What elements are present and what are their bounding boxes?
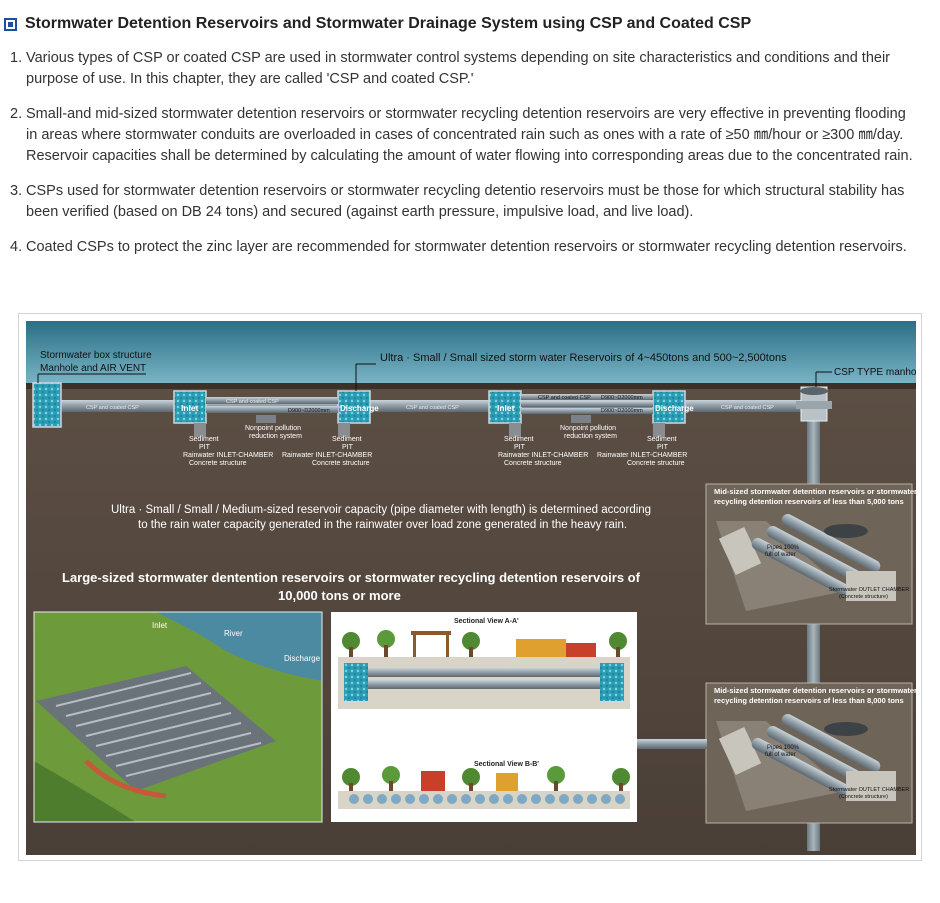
inlet-chamber-label-left: Rainwater INLET-CHAMBER — [183, 452, 273, 459]
discharge-label-left: Discharge — [340, 404, 379, 413]
discharge-label-right: Discharge — [655, 404, 694, 413]
sediment-label-right-1: Sediment — [504, 436, 534, 443]
nonpoint-label-left-2: reduction system — [249, 433, 302, 440]
list-text: CSPs used for stormwater detention reser… — [26, 183, 905, 220]
reservoir-system-left — [173, 390, 371, 437]
tree-row-icon-2 — [342, 766, 630, 791]
nonpoint-label-left-1: Nonpoint pollution — [245, 425, 301, 432]
list-number: 3. — [10, 183, 23, 199]
pipe-label-2: CSP and coated CSP — [226, 399, 279, 405]
list-item: 4. Coated CSPs to protect the zinc layer… — [10, 237, 920, 258]
diameter-label-left: D900~D2000mm — [288, 408, 330, 414]
pipe-label-5: CSP and coated CSP — [721, 405, 774, 411]
nonpoint-label-right-1: Nonpoint pollution — [560, 425, 616, 432]
full-water-label-2: full of water — [765, 752, 796, 758]
sediment-label-left-1: Sediment — [189, 436, 219, 443]
concrete-label-left-2: Concrete structure — [312, 460, 370, 467]
large-reservoir-heading-1: Large-sized stormwater dentention reserv… — [62, 570, 641, 585]
pipes-full-label-2: Pipes 100% — [767, 745, 800, 751]
diameter-label-right-1: D900~D2000mm — [601, 395, 643, 401]
numbered-list: 1. Various types of CSP or coated CSP ar… — [10, 48, 920, 272]
inlet-label-left: Inlet — [181, 403, 199, 413]
mid-8000-heading-1: Mid-sized stormwater detention reservoir… — [714, 686, 916, 695]
nonpoint-label-right-2: reduction system — [564, 433, 617, 440]
inlet-chamber-label-left-2: Rainwater INLET-CHAMBER — [282, 452, 372, 459]
outlet-concrete-label-2: (Concrete structure) — [839, 794, 888, 800]
csp-manhole-label: CSP TYPE manhole — [834, 367, 916, 378]
system-diagram-figure: Stormwater box structure Manhole and AIR… — [18, 313, 922, 861]
aerial-discharge-label: Discharge — [284, 654, 321, 663]
large-reservoir-heading-2: 10,000 tons or more — [278, 588, 401, 603]
concrete-label-right: Concrete structure — [504, 460, 562, 467]
list-item: 2. Small-and mid-sized stormwater detent… — [10, 104, 920, 167]
box-structure-left — [32, 382, 62, 428]
pipe-label-3: CSP and coated CSP — [406, 405, 459, 411]
aerial-inlet-label: Inlet — [152, 621, 168, 630]
capacity-text-line-1: Ultra · Small / Small / Medium-sized res… — [111, 504, 651, 516]
mid-8000-heading-2: recycling detention reservoirs of less t… — [714, 696, 904, 705]
sectional-view-a-label: Sectional View A-A' — [454, 618, 519, 625]
full-water-label-1: full of water — [765, 552, 796, 558]
mid-5000-heading-2: recycling detention reservoirs of less t… — [714, 497, 904, 506]
sediment-label-right-4: PIT — [657, 444, 669, 451]
inlet-label-right: Inlet — [497, 403, 515, 413]
outlet-chamber-label-1: Stormwater OUTLET CHAMBER — [829, 587, 909, 593]
sectional-views-panel: Sectional View A-A' Sectional View B-B' — [331, 612, 637, 822]
sediment-label-right-3: Sediment — [647, 436, 677, 443]
list-text: Coated CSPs to protect the zinc layer ar… — [26, 239, 907, 255]
aerial-view-image: Inlet River Discharge — [33, 611, 323, 823]
list-text: Small-and mid-sized stormwater detention… — [26, 106, 913, 164]
outlet-chamber-label-2: Stormwater OUTLET CHAMBER — [829, 787, 909, 793]
sectional-view-b-label: Sectional View B-B' — [474, 761, 539, 768]
concrete-label-right-2: Concrete structure — [627, 460, 685, 467]
concrete-label-left: Concrete structure — [189, 460, 247, 467]
mid-reservoir-5000-image: Mid-sized stormwater detention reservoir… — [705, 483, 916, 625]
box-structure-label: Stormwater box structure — [40, 350, 152, 361]
outlet-concrete-label-1: (Concrete structure) — [839, 594, 888, 600]
sediment-label-left-3: Sediment — [332, 436, 362, 443]
sediment-label-right-2: PIT — [514, 444, 526, 451]
pipe-label-1: CSP and coated CSP — [86, 405, 139, 411]
list-number: 4. — [10, 239, 23, 255]
pipe-bundle-icon-2 — [751, 713, 881, 797]
list-item: 1. Various types of CSP or coated CSP ar… — [10, 48, 920, 90]
mid-5000-heading-1: Mid-sized stormwater detention reservoir… — [714, 487, 916, 496]
capacity-text-line-2: to the rain water capacity generated in … — [138, 519, 627, 531]
sediment-label-left-2: PIT — [199, 444, 211, 451]
reservoir-system-right — [488, 390, 686, 437]
list-text: Various types of CSP or coated CSP are u… — [26, 50, 891, 87]
tree-row-icon — [342, 630, 627, 657]
section-title: Stormwater Detention Reservoirs and Stor… — [25, 15, 752, 32]
list-number: 1. — [10, 50, 23, 66]
aerial-river-label: River — [224, 629, 243, 638]
mid-reservoir-8000-image: Mid-sized stormwater detention reservoir… — [705, 682, 916, 824]
pipes-full-label-1: Pipes 100% — [767, 545, 800, 551]
manhole-vent-label: Manhole and AIR VENT — [40, 363, 146, 374]
pipe-bundle-icon — [751, 513, 881, 597]
pipe-label-4: CSP and coated CSP — [538, 395, 591, 401]
inlet-chamber-label-right-2: Rainwater INLET-CHAMBER — [597, 452, 687, 459]
section-heading: Stormwater Detention Reservoirs and Stor… — [4, 15, 751, 33]
system-diagram: Stormwater box structure Manhole and AIR… — [26, 321, 916, 855]
ultra-small-label: Ultra · Small / Small sized storm water … — [380, 352, 787, 364]
list-item: 3. CSPs used for stormwater detention re… — [10, 181, 920, 223]
square-bullet-icon — [4, 17, 17, 31]
sediment-label-left-4: PIT — [342, 444, 354, 451]
diameter-label-right-2: D900~D2000mm — [601, 408, 643, 414]
csp-manhole-icon — [796, 386, 832, 422]
inlet-chamber-label-right: Rainwater INLET-CHAMBER — [498, 452, 588, 459]
list-number: 2. — [10, 106, 23, 122]
